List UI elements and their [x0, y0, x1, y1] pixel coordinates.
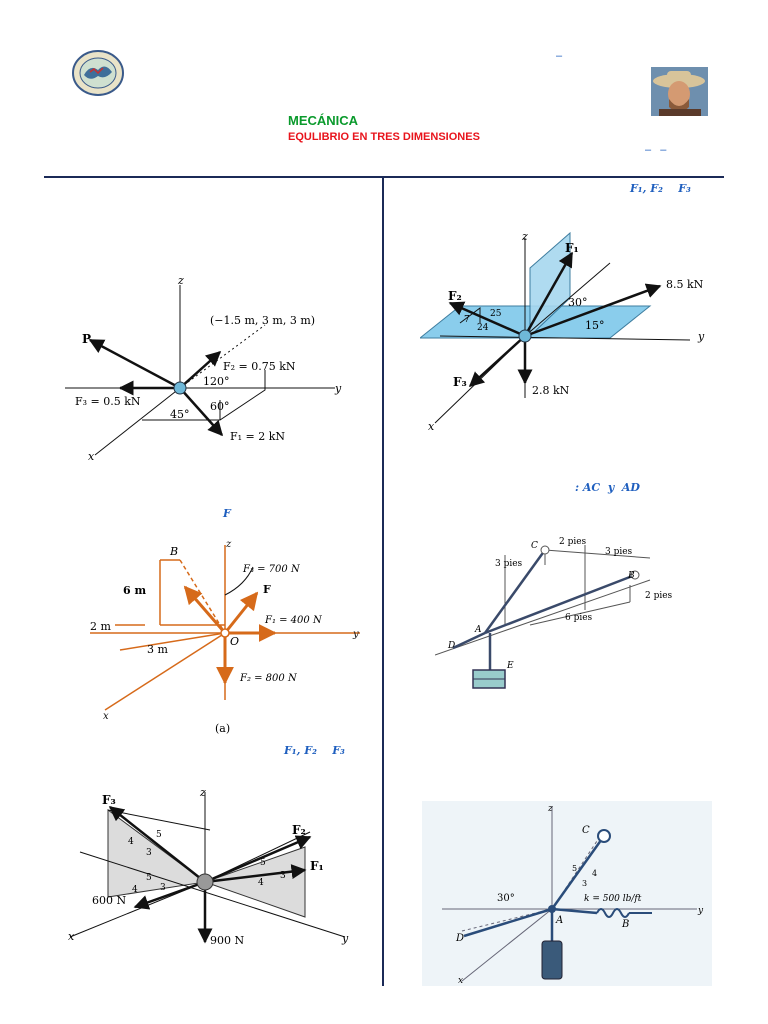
fig3-f2-label: F₂ = 800 N [239, 673, 298, 684]
fig5-600n-label: 600 N [92, 894, 126, 907]
fig1-z-label: z [177, 274, 184, 287]
fig6-num-5: 5 [572, 864, 577, 873]
fig2-x-label: x [428, 420, 435, 433]
fig3-f-label: F [263, 583, 271, 596]
fig3-o-label: O [230, 635, 239, 648]
fig2-num-25: 25 [490, 309, 502, 319]
fig4-dim-3pies-left: 3 pies [495, 559, 523, 569]
fig2-28kn-label: 2.8 kN [532, 384, 570, 397]
header-dash: – [556, 50, 563, 62]
page-subtitle: EQULIBRIO EN TRES DIMENSIONES [288, 131, 480, 143]
fig4-c-label: C [531, 541, 538, 551]
fig3-caption: (a) [215, 722, 230, 735]
fig5-num-5c: 5 [260, 858, 266, 868]
problem-2-label: F₁, F₂ F₃ [630, 182, 691, 195]
figure-6: z y x C A B D 30° k = 500 lb/ft 5 3 4 [422, 801, 712, 986]
fig3-x-label: x [103, 711, 109, 722]
fig4-e-label: E [506, 661, 514, 671]
header-dash-right: – – [645, 144, 667, 156]
fig3-dim-3m: 3 m [147, 643, 168, 656]
fig5-f2-label: F₂ [292, 823, 306, 837]
fig4-dim-3pies-top: 3 pies [605, 547, 633, 557]
fig6-y-label: y [697, 906, 704, 916]
fig1-y-label: y [334, 382, 342, 395]
problem-3-label: F [223, 507, 231, 520]
fig1-angle-45: 45° [170, 408, 190, 421]
figure-2: z y x F₁ F₂ F₃ 8.5 kN 2.8 kN 30° 15° 7 2… [420, 230, 705, 433]
fig3-z-label: z [225, 539, 232, 550]
fig2-num-24: 24 [477, 323, 489, 333]
fig3-f1-label: F₁ = 400 N [264, 615, 323, 626]
fig4-b-label: B [627, 571, 635, 581]
figure-5: z y x F₃ F₂ F₁ 600 N 900 N 5 4 3 5 4 3 5… [68, 786, 349, 947]
fig2-angle-15: 15° [585, 319, 605, 332]
fig2-angle-30: 30° [568, 296, 588, 309]
problem-4-label: : AC y AD [575, 481, 640, 494]
fig6-z-label: z [547, 804, 553, 814]
fig5-900n-label: 900 N [210, 934, 244, 947]
fig2-num-7: 7 [464, 315, 470, 325]
fig3-b-label: B [169, 545, 178, 558]
fig5-num-3c: 3 [280, 871, 286, 881]
fig6-spring-k: k = 500 lb/ft [584, 894, 642, 904]
fig1-f2-label: F₂ = 0.75 kN [223, 360, 296, 373]
fig5-num-3a: 3 [146, 848, 152, 858]
fig4-dim-2pies-right: 2 pies [645, 591, 673, 601]
fig5-x-label: x [68, 930, 75, 943]
fig5-num-4a: 4 [128, 837, 134, 847]
fig4-dim-2pies-top: 2 pies [559, 537, 587, 547]
fig2-f3-label: F₃ [453, 375, 467, 389]
institution-logo [72, 50, 124, 96]
fig3-dim-6m: 6 m [123, 584, 146, 597]
fig3-y-label: y [352, 629, 359, 640]
fig6-x-label: x [458, 976, 463, 986]
fig3-f3-label: F₃ = 700 N [242, 564, 301, 575]
fig1-x-label: x [88, 450, 95, 463]
fig5-f1-label: F₁ [310, 859, 324, 873]
column-divider [382, 178, 384, 986]
fig6-num-4: 4 [592, 869, 597, 878]
fig5-num-5b: 5 [146, 873, 152, 883]
fig5-num-4c: 4 [258, 878, 264, 888]
fig2-f1-label: F₁ [565, 241, 579, 255]
fig5-z-label: z [199, 786, 206, 799]
fig6-angle-30: 30° [497, 893, 515, 904]
fig6-num-3: 3 [582, 879, 587, 888]
fig6-a-label: A [555, 915, 563, 926]
fig5-num-3b: 3 [160, 883, 166, 893]
fig6-b-label: B [621, 919, 629, 930]
fig1-f1-label: F₁ = 2 kN [230, 430, 285, 443]
fig5-num-4b: 4 [132, 885, 138, 895]
fig5-f3-label: F₃ [102, 793, 116, 807]
fig1-angle-60: 60° [210, 400, 230, 413]
fig1-angle-120: 120° [203, 375, 230, 388]
fig4-d-label: D [447, 641, 455, 651]
header-rule [44, 176, 724, 178]
fig1-f3-label: F₃ = 0.5 kN [75, 395, 141, 408]
fig2-85kn-label: 8.5 kN [666, 278, 704, 291]
figure-3: z y x B O F F₃ = 700 N F₁ = 400 N F₂ = 8… [90, 539, 360, 735]
author-photo [651, 67, 708, 116]
fig6-c-label: C [582, 825, 590, 836]
fig5-num-5a: 5 [156, 830, 162, 840]
fig4-a-label: A [474, 625, 482, 635]
fig2-f2-label: F₂ [448, 289, 462, 303]
fig5-y-label: y [341, 932, 349, 945]
fig2-z-label: z [521, 230, 528, 243]
figure-4: C B A D E 2 pies 3 pies 3 pies 2 pies 6 … [435, 537, 673, 689]
fig1-point-label: (−1.5 m, 3 m, 3 m) [210, 314, 315, 327]
fig6-d-label: D [455, 933, 464, 944]
page-title: MECÁNICA [288, 113, 359, 128]
fig1-p-label: P [82, 332, 91, 346]
fig2-y-label: y [697, 330, 705, 343]
problem-5-label: F₁, F₂ F₃ [284, 744, 345, 757]
fig3-dim-2m: 2 m [90, 620, 111, 633]
fig4-dim-6pies: 6 pies [565, 613, 593, 623]
figure-1: z y x P (−1.5 m, 3 m, 3 m) F₂ = 0.75 kN … [65, 274, 342, 463]
